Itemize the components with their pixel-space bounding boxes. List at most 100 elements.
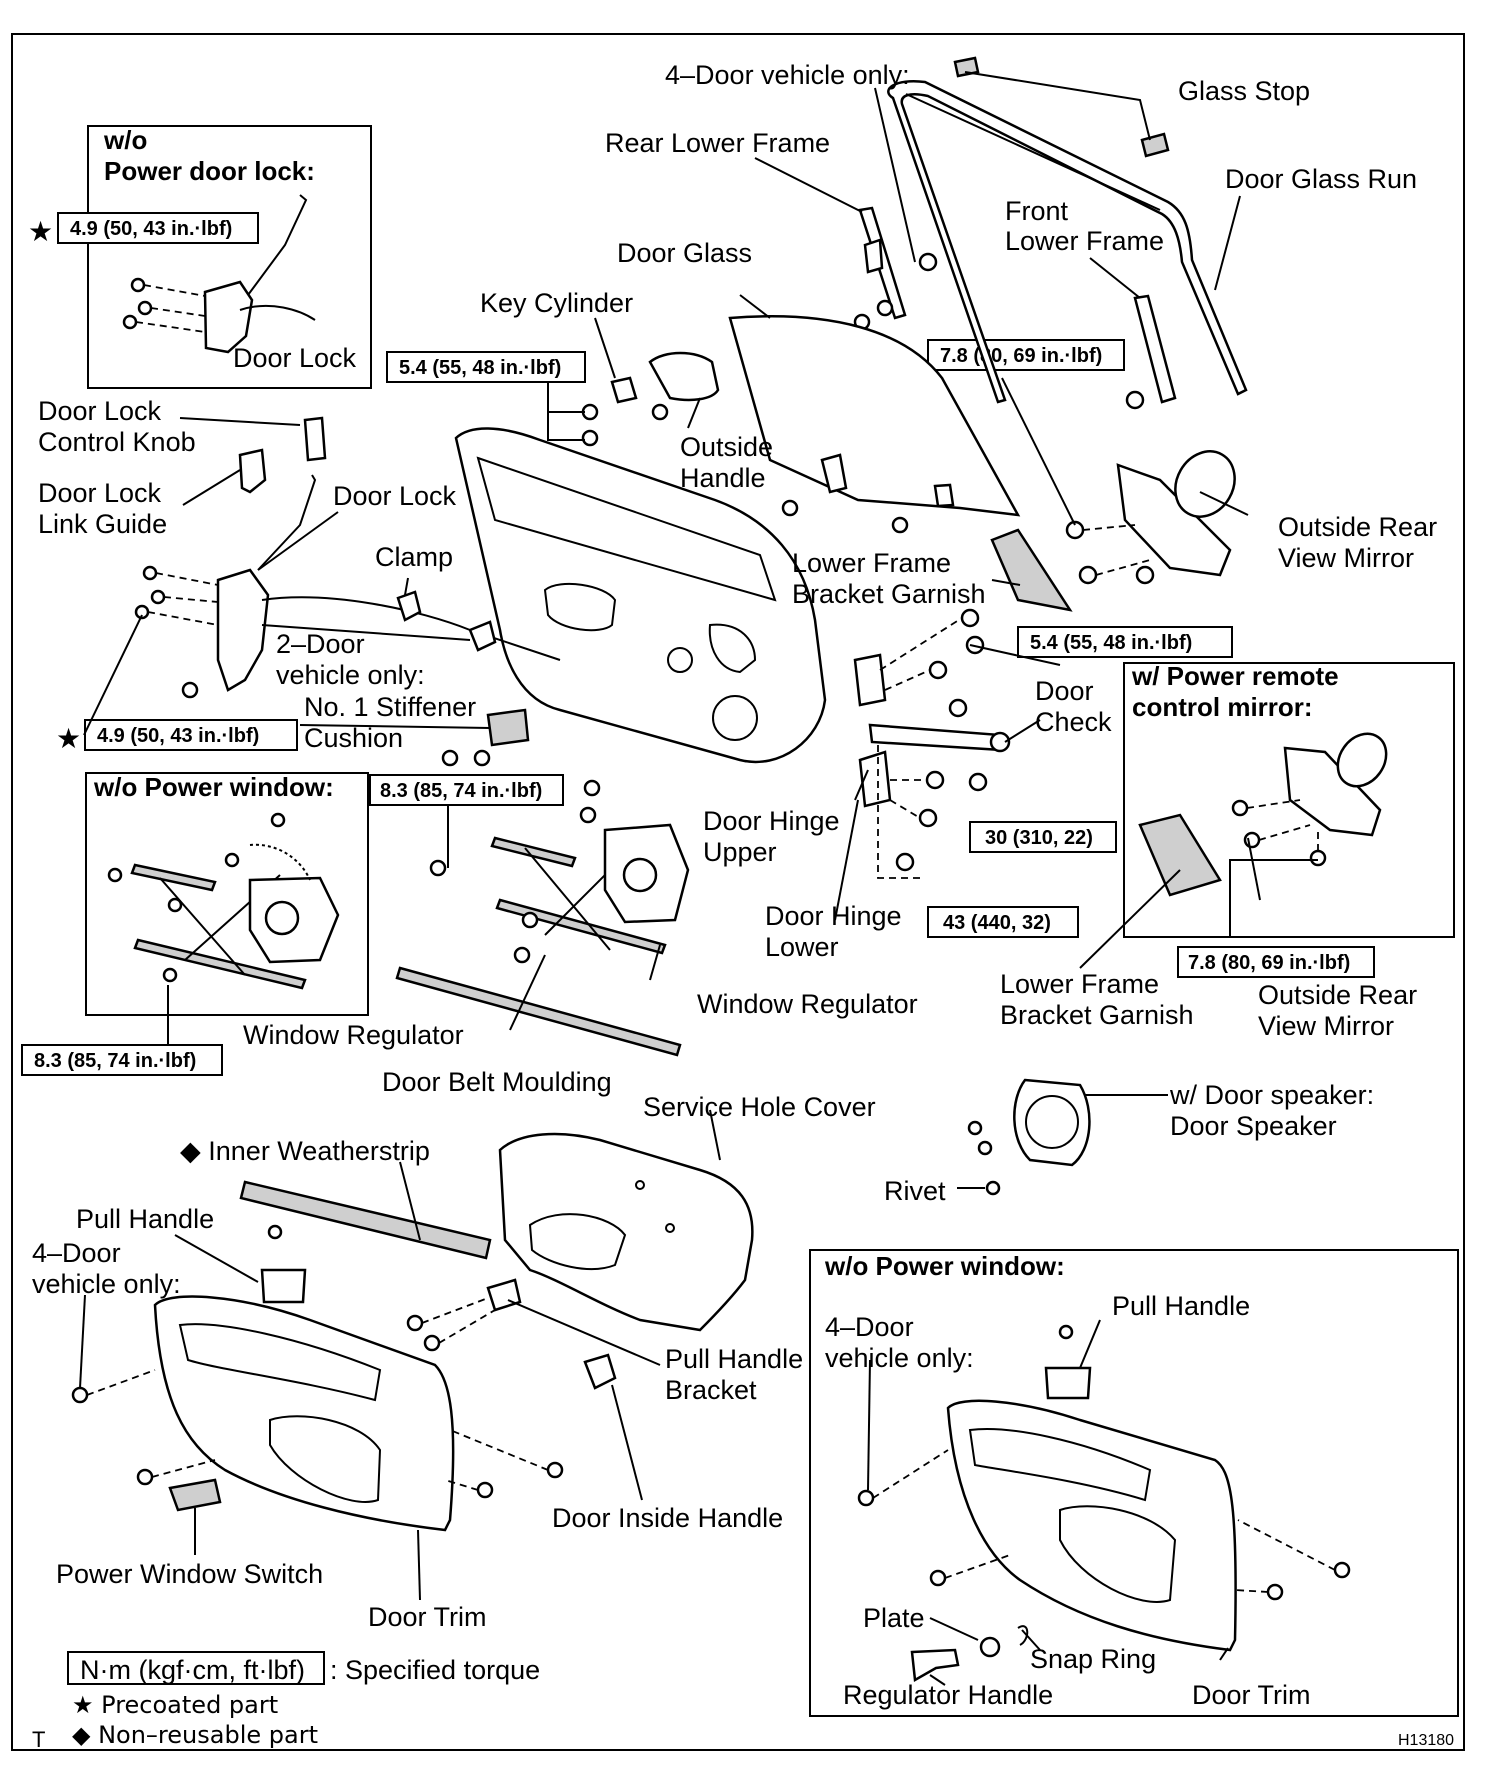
inner-weatherstrip — [239, 1180, 492, 1260]
label-inner-weatherstrip: ◆ Inner Weatherstrip — [180, 1136, 430, 1166]
label-bracket: Bracket — [665, 1375, 757, 1405]
box-title: w/o Power window: — [93, 772, 334, 802]
label-window-regulator: Window Regulator — [697, 989, 918, 1019]
label-door-belt-moulding: Door Belt Moulding — [382, 1067, 612, 1097]
screw — [122, 314, 138, 330]
label-clamp: Clamp — [375, 542, 453, 572]
plate-washer — [979, 1636, 1001, 1658]
door-speaker — [1013, 1078, 1091, 1167]
door-glass — [728, 315, 1021, 517]
door-lock-control-knob — [303, 416, 327, 462]
torque-label: 4.9 (50, 43 in.·lbf) — [97, 725, 259, 747]
label-rivet: Rivet — [884, 1176, 946, 1206]
screw — [130, 277, 146, 293]
label-door-glass: Door Glass — [617, 238, 752, 268]
label-4-door: 4–Door — [32, 1238, 121, 1268]
torque-label: 5.4 (55, 48 in.·lbf) — [1030, 632, 1192, 654]
label-handle: Handle — [680, 463, 766, 493]
rear-lower-frame — [863, 238, 884, 274]
box-title: Power door lock: — [104, 156, 315, 186]
label-door-lock: Door Lock — [333, 481, 457, 511]
regulator-rail — [130, 863, 217, 892]
figure-id: H13180 — [1398, 1732, 1454, 1749]
label-lower-frame: Lower Frame — [792, 548, 951, 578]
service-hole-cover — [498, 1132, 754, 1332]
door-belt-moulding — [395, 966, 682, 1057]
legend-torque-box — [67, 1651, 325, 1685]
key-cylinder — [610, 376, 638, 404]
screw — [137, 300, 153, 316]
label-door-trim: Door Trim — [368, 1602, 487, 1632]
glass-stop — [1140, 132, 1170, 158]
label-door-lock-box: Door Lock — [233, 343, 357, 373]
label-link-guide: Link Guide — [38, 509, 167, 539]
label-plate: Plate — [863, 1603, 925, 1633]
label-outside-rear: Outside Rear — [1278, 512, 1437, 542]
legend: N·m (kgf·cm, ft·lbf) : Specified torque … — [32, 1651, 1454, 1752]
label-window-regulator: Window Regulator — [243, 1020, 464, 1050]
torque-label: 7.8 (80, 69 in.·lbf) — [1188, 952, 1350, 974]
diagram-frame — [11, 33, 1465, 1751]
label-control-knob: Control Knob — [38, 427, 196, 457]
label-regulator-handle: Regulator Handle — [843, 1680, 1053, 1710]
pull-handle-bracket — [486, 1278, 522, 1312]
door-lock — [216, 568, 270, 692]
lower-frame-bracket-garnish — [1138, 813, 1222, 897]
power-window-switch — [168, 1478, 222, 1512]
label-4-door-vehicle-only: 4–Door vehicle only: — [665, 60, 910, 90]
label-lower-frame: Lower Frame — [1000, 969, 1159, 999]
torque-label: 8.3 (85, 74 in.·lbf) — [34, 1050, 196, 1072]
legend-precoated: ★ Precoated part — [72, 1691, 278, 1719]
label-check: Check — [1035, 707, 1112, 737]
torque-label: 4.9 (50, 43 in.·lbf) — [70, 218, 232, 240]
regulator-handle — [910, 1648, 960, 1683]
legend-torque-unit: N·m (kgf·cm, ft·lbf) — [80, 1655, 305, 1685]
label-door-lock: Door Lock — [38, 478, 162, 508]
label-outside-rear: Outside Rear — [1258, 980, 1417, 1010]
door-glass-run — [887, 79, 1248, 404]
label-door: Door — [1035, 676, 1094, 706]
legend-torque-text: : Specified torque — [330, 1655, 540, 1685]
label-lower: Lower — [765, 932, 839, 962]
outside-handle — [648, 351, 720, 402]
precoated-star: ★ — [28, 215, 53, 248]
door-inner-panel — [454, 427, 827, 764]
lower-frame-bracket-garnish — [990, 528, 1073, 612]
label-service-hole-cover: Service Hole Cover — [643, 1092, 876, 1122]
label-pull-handle: Pull Handle — [665, 1344, 803, 1374]
label-cushion: Cushion — [304, 723, 403, 753]
box-wo-power-door-lock: w/o Power door lock: — [87, 125, 372, 389]
label-bracket-garnish: Bracket Garnish — [792, 579, 986, 609]
pull-handle-right — [1044, 1366, 1092, 1400]
label-snap-ring: Snap Ring — [1030, 1644, 1156, 1674]
box-title: w/ Power remote — [1131, 661, 1339, 691]
door-trim-right — [946, 1399, 1237, 1652]
leader-lines — [79, 71, 1318, 1686]
label-vehicle-only: vehicle only: — [825, 1343, 974, 1373]
label-w-door-speaker: w/ Door speaker: — [1169, 1080, 1374, 1110]
label-key-cylinder: Key Cylinder — [480, 288, 633, 318]
precoated-star: ★ — [56, 722, 81, 755]
door-check — [868, 723, 1004, 752]
torque-specs: 4.9 (50, 43 in.·lbf) 5.4 (55, 48 in.·lbf… — [21, 212, 1375, 1076]
box-w-power-remote-mirror: w/ Power remote control mirror: — [1123, 661, 1455, 938]
legend-t-mark: T — [32, 1727, 45, 1752]
label-door-hinge: Door Hinge — [765, 901, 902, 931]
door-lock-part — [203, 280, 254, 354]
label-front: Front — [1005, 196, 1069, 226]
label-pull-handle: Pull Handle — [1112, 1291, 1250, 1321]
label-outside: Outside — [680, 432, 773, 462]
box-title: w/o — [103, 125, 147, 155]
label-bracket-garnish: Bracket Garnish — [1000, 1000, 1194, 1030]
label-rear-lower-frame: Rear Lower Frame — [605, 128, 830, 158]
label-vehicle-only: vehicle only: — [276, 660, 425, 690]
torque-label: 5.4 (55, 48 in.·lbf) — [399, 357, 561, 379]
outside-rear-view-mirror — [1283, 746, 1382, 837]
door-hinge-upper — [853, 653, 887, 707]
stiffener-cushion — [486, 708, 530, 747]
label-lower-frame: Lower Frame — [1005, 226, 1164, 256]
torque-label: 43 (440, 32) — [943, 912, 1051, 934]
label-power-window-switch: Power Window Switch — [56, 1559, 323, 1589]
torque-label: 30 (310, 22) — [985, 827, 1093, 849]
box-wo-power-window-left: w/o Power window: — [85, 772, 369, 1016]
